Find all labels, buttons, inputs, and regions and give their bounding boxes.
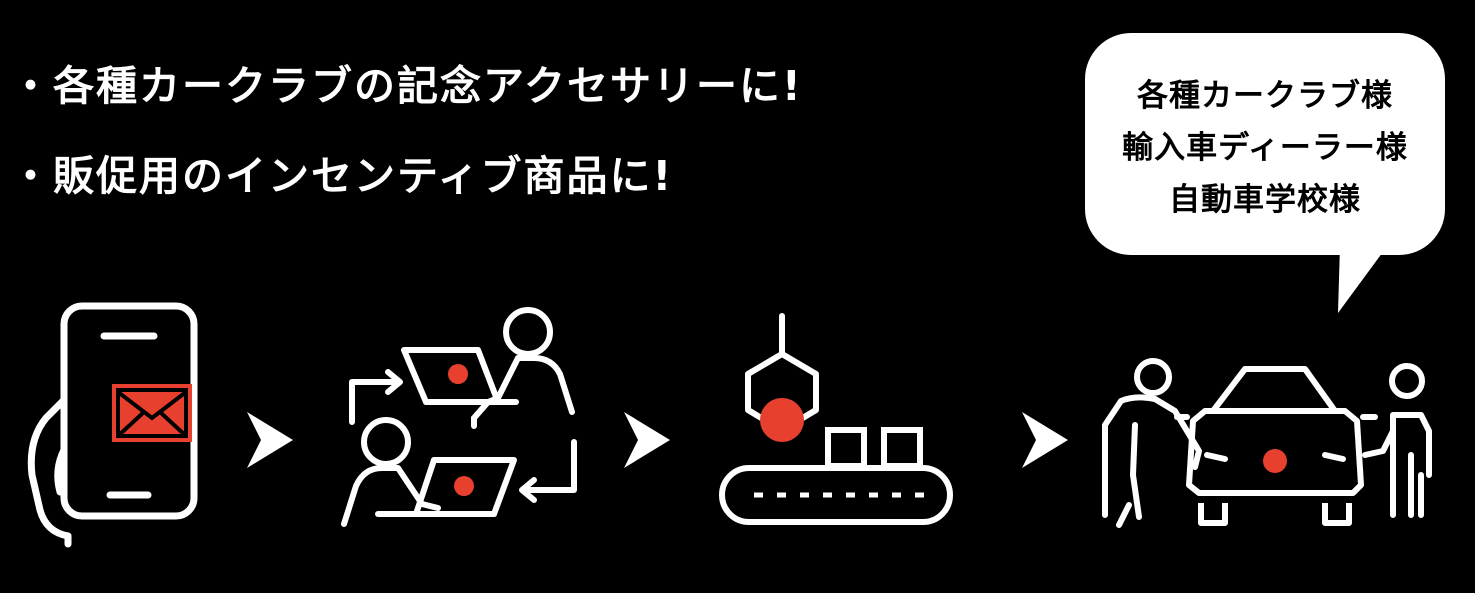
smartphone-mail-icon [27,302,198,548]
bubble-line-driving-school: 自動車学校様 [1169,182,1361,218]
bullet-list: ・各種カークラブの記念アクセサリーに! ・販促用のインセンティブ商品に! [10,66,803,246]
chevron-right-icon [247,412,293,468]
chevron-right-icon [1022,412,1068,468]
design-exchange-icon [341,307,577,527]
bubble-line-car-club: 各種カークラブ様 [1137,78,1393,114]
bullet-line-car-club: ・各種カークラブの記念アクセサリーに! [10,62,803,110]
chevron-right-icon [624,412,670,468]
process-flow [0,280,1475,593]
car-delivery-icon [1102,358,1432,528]
manufacturing-icon [719,313,953,525]
speech-bubble-tail [1338,245,1388,313]
bullet-line-incentive: ・販促用のインセンティブ商品に! [10,152,674,200]
speech-bubble-text: 各種カークラブ様 輸入車ディーラー様 自動車学校様 [1085,70,1445,226]
bubble-line-dealer: 輸入車ディーラー様 [1122,130,1408,166]
speech-bubble [1085,33,1445,255]
